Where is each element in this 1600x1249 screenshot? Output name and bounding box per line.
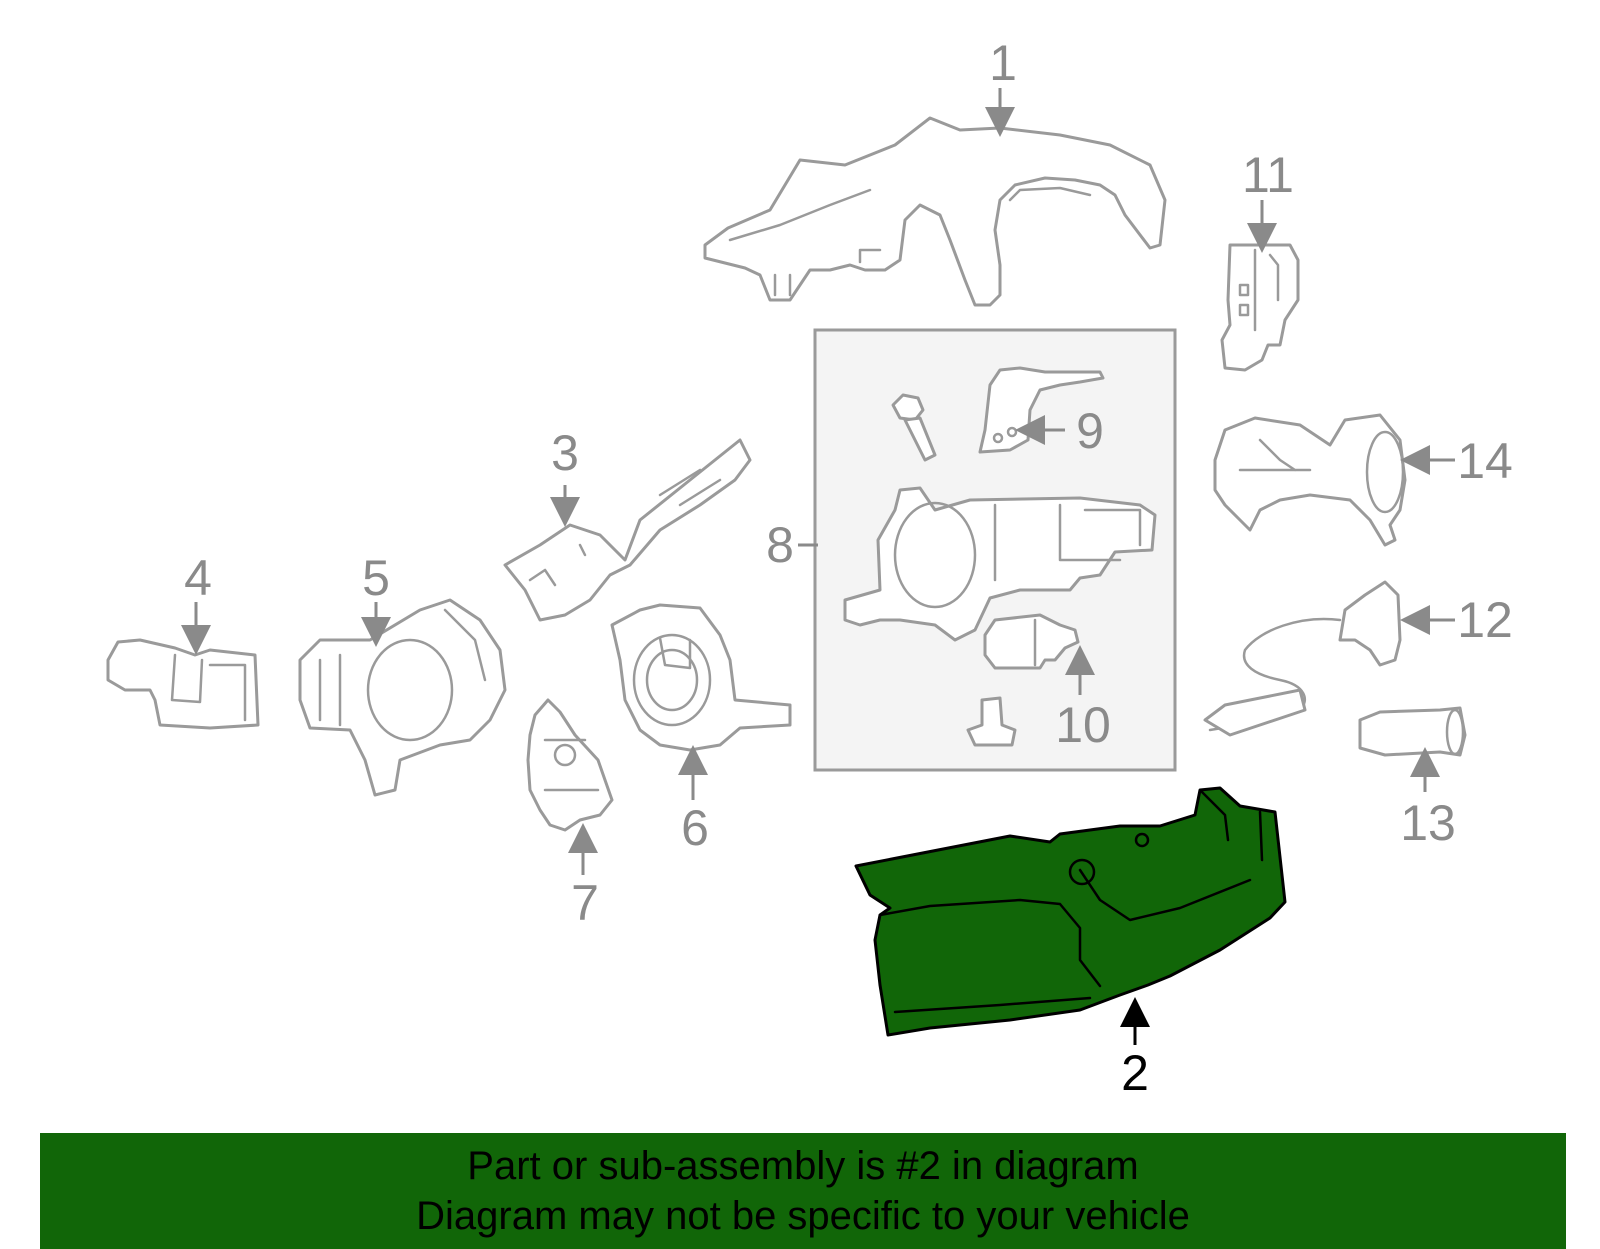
callout-13: 13	[1400, 795, 1456, 851]
info-banner: Part or sub-assembly is #2 in diagram Di…	[40, 1133, 1566, 1249]
callout-3: 3	[551, 425, 579, 481]
banner-line-part: Part or sub-assembly is #2 in diagram	[467, 1144, 1139, 1188]
part-1-upper-cover[interactable]	[703, 116, 1167, 307]
callout-2: 2	[1121, 1045, 1149, 1101]
part-14-ignition-housing[interactable]	[1213, 413, 1407, 547]
part-4-lighting-switch[interactable]	[106, 638, 260, 730]
callout-6: 6	[681, 800, 709, 856]
banner-line-disclaimer: Diagram may not be specific to your vehi…	[416, 1194, 1190, 1238]
part-12-sensor-wire[interactable]	[1203, 580, 1402, 737]
callout-5: 5	[362, 550, 390, 606]
part-7-sensor[interactable]	[526, 698, 614, 832]
part-3-wiper-switch[interactable]	[503, 438, 752, 622]
leader-lines	[181, 88, 1455, 1045]
part-6-clockspring[interactable]	[610, 603, 792, 752]
callout-9: 9	[1076, 403, 1104, 459]
callout-12: 12	[1457, 592, 1513, 648]
part-13-cylinder[interactable]	[1358, 706, 1467, 757]
part-5-multifunction-switch[interactable]	[298, 598, 507, 797]
callout-4: 4	[184, 550, 212, 606]
callout-8: 8	[766, 517, 794, 573]
callout-11: 11	[1242, 147, 1294, 203]
parts-diagram: 1 2 3 4 5 6 7 8 9 10 11 12 13 14	[106, 35, 1513, 1101]
callout-14: 14	[1457, 433, 1513, 489]
part-8-lock-housing[interactable]	[843, 486, 1157, 642]
part-9-bracket[interactable]	[978, 366, 1105, 454]
part-11-switch[interactable]	[1220, 243, 1300, 372]
part-2-lower-cover-highlighted[interactable]	[854, 786, 1287, 1037]
callout-10: 10	[1055, 697, 1111, 753]
bolt-icon	[891, 393, 937, 462]
screw-icon	[966, 696, 1017, 747]
callout-1: 1	[989, 35, 1017, 91]
callout-7: 7	[571, 875, 599, 931]
